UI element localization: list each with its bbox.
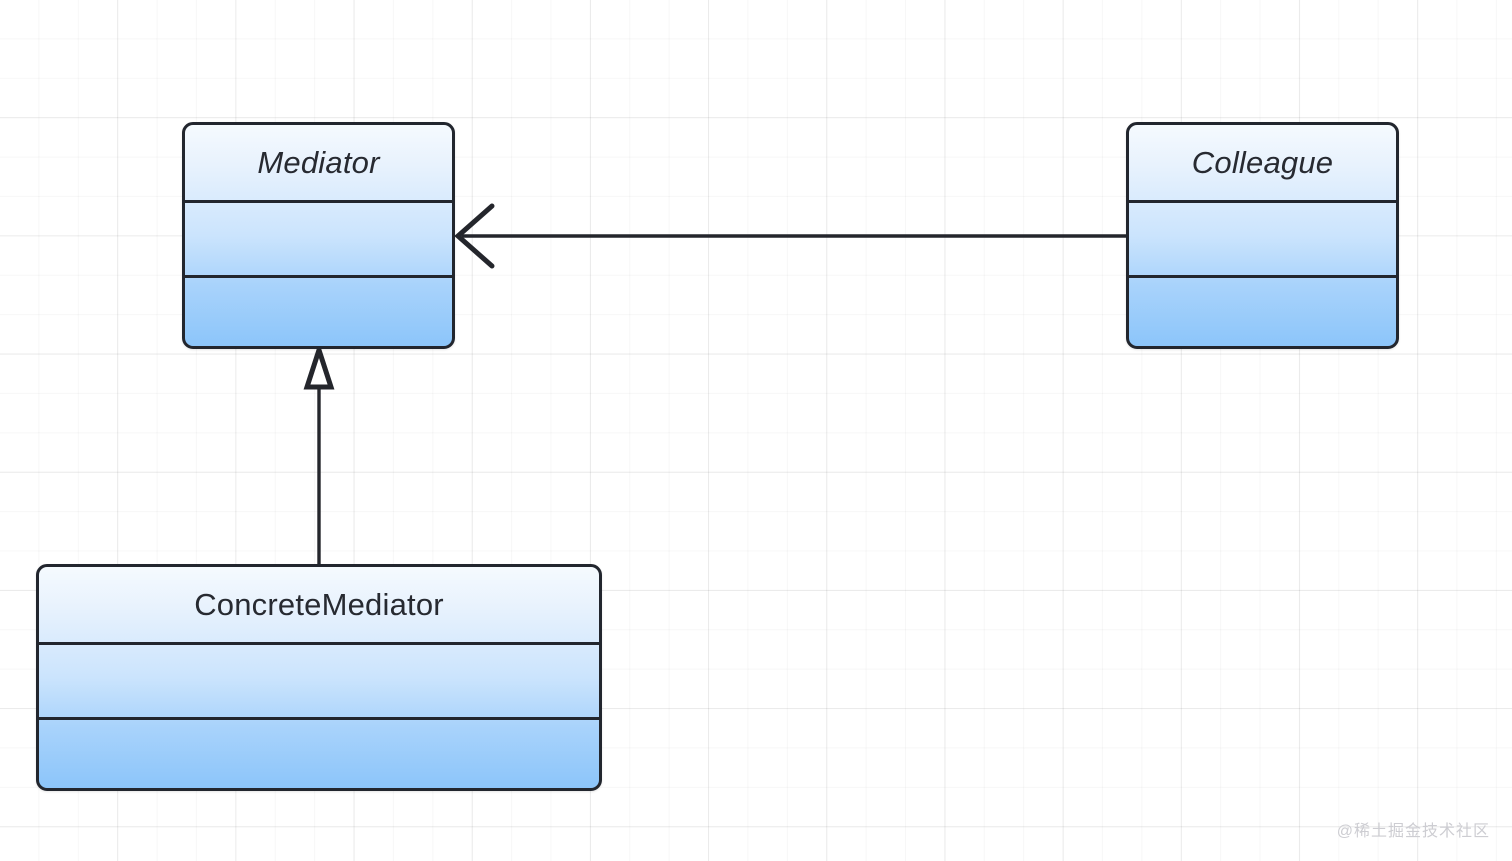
- uml-class-title-colleague: Colleague: [1191, 145, 1334, 180]
- watermark: @稀土掘金技术社区: [1336, 823, 1490, 840]
- uml-separator: [185, 275, 452, 278]
- uml-separator: [39, 642, 599, 645]
- association-colleague-to-mediator[interactable]: [454, 203, 1126, 269]
- uml-class-colleague[interactable]: Colleague: [1126, 122, 1399, 349]
- uml-class-title-mediator: Mediator: [257, 145, 380, 180]
- uml-operations-compartment: [185, 278, 452, 346]
- generalization-concretemediator-to-mediator[interactable]: [303, 341, 335, 566]
- uml-attributes-compartment: [1129, 203, 1396, 275]
- uml-class-concrete-mediator[interactable]: ConcreteMediator: [36, 564, 602, 791]
- uml-separator: [1129, 200, 1396, 203]
- uml-operations-compartment: [39, 720, 599, 788]
- uml-class-mediator[interactable]: Mediator: [182, 122, 455, 349]
- open-arrowhead-icon: [454, 203, 495, 269]
- uml-class-title-concrete-mediator: ConcreteMediator: [194, 587, 444, 622]
- uml-attributes-compartment: [185, 203, 452, 275]
- uml-separator: [39, 717, 599, 720]
- uml-attributes-compartment: [39, 645, 599, 717]
- uml-separator: [1129, 275, 1396, 278]
- hollow-triangle-arrowhead-icon: [303, 341, 335, 390]
- uml-separator: [185, 200, 452, 203]
- uml-operations-compartment: [1129, 278, 1396, 346]
